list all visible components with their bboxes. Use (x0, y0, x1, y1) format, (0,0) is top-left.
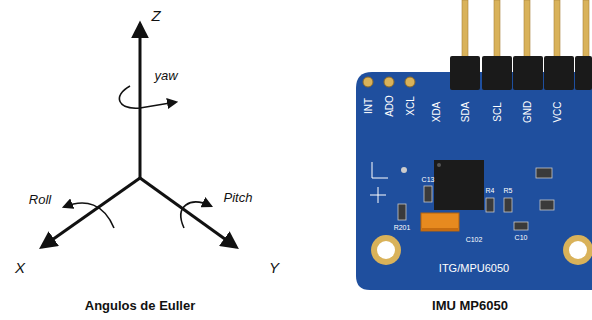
mounting-holes (371, 235, 592, 265)
pin-name: SCL (492, 102, 503, 121)
part-label: R201 (394, 224, 411, 232)
header-housing (450, 56, 592, 90)
part-label: R5 (504, 187, 513, 195)
axis-label: Z (151, 8, 160, 25)
pin-name: XCL (405, 96, 416, 115)
smd-parts (398, 168, 554, 230)
led (401, 167, 407, 173)
part-label: C102 (466, 236, 483, 244)
euler-axes (42, 24, 236, 247)
z-axis (139, 24, 142, 178)
part-label: R4 (486, 187, 495, 195)
figure-caption: Angulos de Euller (85, 299, 196, 313)
figure-caption: IMU MP6050 (432, 299, 508, 313)
pin-name: INT (363, 98, 374, 114)
pin-name: VCC (552, 101, 563, 122)
pin-name: XDA (431, 102, 442, 123)
chip-marking: ITG/MPU6050 (439, 262, 509, 274)
rotation-label: Roll (29, 193, 51, 207)
pitch-arrow (181, 202, 211, 228)
imu-chip (434, 160, 484, 210)
part-label: C10 (515, 234, 528, 242)
rotation-label: yaw (154, 69, 177, 83)
roll-arrow (64, 203, 114, 228)
tantalum-capacitor (421, 213, 459, 231)
pin-name: GND (522, 101, 533, 123)
yaw-arrow (119, 86, 176, 108)
axis-label: Y (269, 260, 279, 277)
imu-board (356, 0, 592, 290)
rotation-arrows (64, 86, 211, 228)
y-axis (140, 178, 236, 247)
axis-marks (370, 162, 388, 203)
x-axis (42, 178, 140, 247)
axis-label: X (15, 260, 25, 277)
rotation-label: Pitch (224, 191, 253, 205)
pads (363, 77, 415, 87)
header-pins (462, 0, 589, 60)
pin-name: ADO (384, 95, 395, 117)
part-label: C13 (422, 176, 435, 184)
pin-name: SDA (460, 102, 471, 123)
pcb (356, 72, 592, 290)
